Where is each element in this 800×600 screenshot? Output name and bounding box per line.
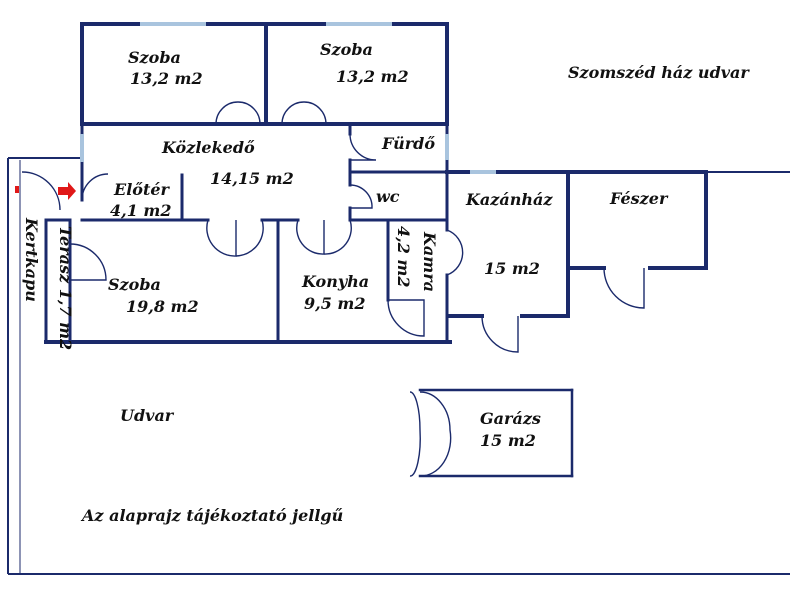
lower-rooms-walls [44, 170, 452, 344]
gate-marker-icon [15, 186, 19, 193]
room-area-kozlekedo: 14,15 m2 [210, 169, 294, 188]
outbuildings-walls [445, 170, 708, 318]
doors [21, 101, 645, 477]
room-label-wc: wc [376, 187, 400, 206]
garage-walls [418, 388, 574, 478]
room-area-garazs: 15 m2 [480, 431, 536, 450]
room-label-feszer: Fészer [609, 189, 669, 208]
neighbor-yard-label: Szomszéd ház udvar [568, 63, 750, 82]
entrance-arrow-icon [58, 182, 76, 200]
room-label-eloter: Előtér [113, 180, 171, 199]
room-area-szoba-1: 13,2 m2 [130, 69, 203, 88]
room-label-garazs: Garázs [480, 409, 541, 428]
room-area-kazanhaz: 15 m2 [484, 259, 540, 278]
room-label-szoba-3: Szoba [108, 275, 161, 294]
yard-label: Udvar [120, 406, 175, 425]
room-label-konyha: Konyha [301, 272, 369, 291]
room-label-szoba-2: Szoba [320, 40, 373, 59]
upper-rooms-walls [80, 22, 449, 222]
room-label-kamra: Kamra [420, 231, 439, 292]
upper-windows [80, 22, 449, 162]
room-area-szoba-2: 13,2 m2 [336, 67, 409, 86]
room-label-furdo: Fürdő [381, 134, 435, 153]
room-area-kamra: 4,2 m2 [394, 226, 413, 287]
gate-label: Kertkapu [22, 217, 41, 302]
room-label-kazanhaz: Kazánház [465, 190, 553, 209]
room-label-szoba-1: Szoba [128, 48, 181, 67]
room-area-eloter: 4,1 m2 [110, 201, 171, 220]
room-area-szoba-3: 19,8 m2 [126, 297, 199, 316]
terrace-label: Terasz 1,7 m2 [56, 226, 75, 350]
property-boundary [7, 157, 790, 575]
room-label-kozlekedo: Közlekedő [161, 138, 255, 157]
room-area-konyha: 9,5 m2 [304, 294, 365, 313]
disclaimer-text: Az alaprajz tájékoztató jellgű [80, 506, 343, 525]
